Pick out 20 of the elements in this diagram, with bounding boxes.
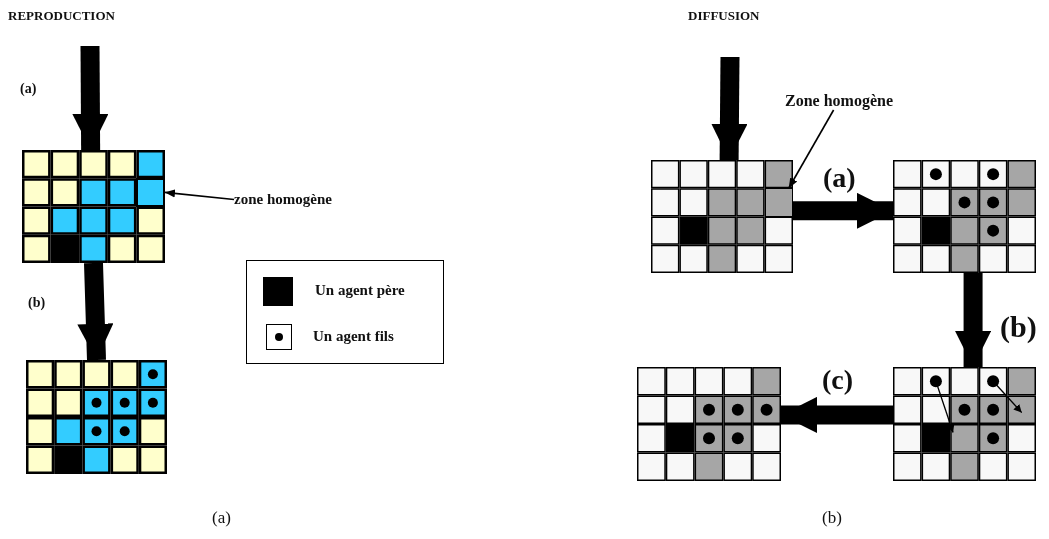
block-arrow (793, 192, 893, 229)
block-arrow (781, 396, 893, 433)
block-arrow (77, 262, 114, 361)
edge-label: (b) (28, 296, 46, 310)
legend-label: Un agent fils (313, 328, 394, 345)
panel-caption: (a) (212, 508, 231, 528)
edge-label: (a) (823, 164, 856, 192)
legend-label: Un agent père (315, 282, 405, 299)
block-arrow (72, 45, 109, 151)
section-title: REPRODUCTION (8, 8, 115, 24)
leader-label: Zone homogène (785, 92, 893, 110)
block-arrow (955, 273, 992, 367)
edge-label: (a) (20, 82, 37, 96)
block-arrow (711, 56, 748, 161)
leader-line (787, 109, 835, 190)
section-title: DIFFUSION (688, 8, 760, 24)
leader-line (164, 189, 235, 201)
panel-caption: (b) (822, 508, 842, 528)
leader-label: zone homogène (234, 191, 332, 208)
edge-label: (c) (822, 366, 854, 394)
